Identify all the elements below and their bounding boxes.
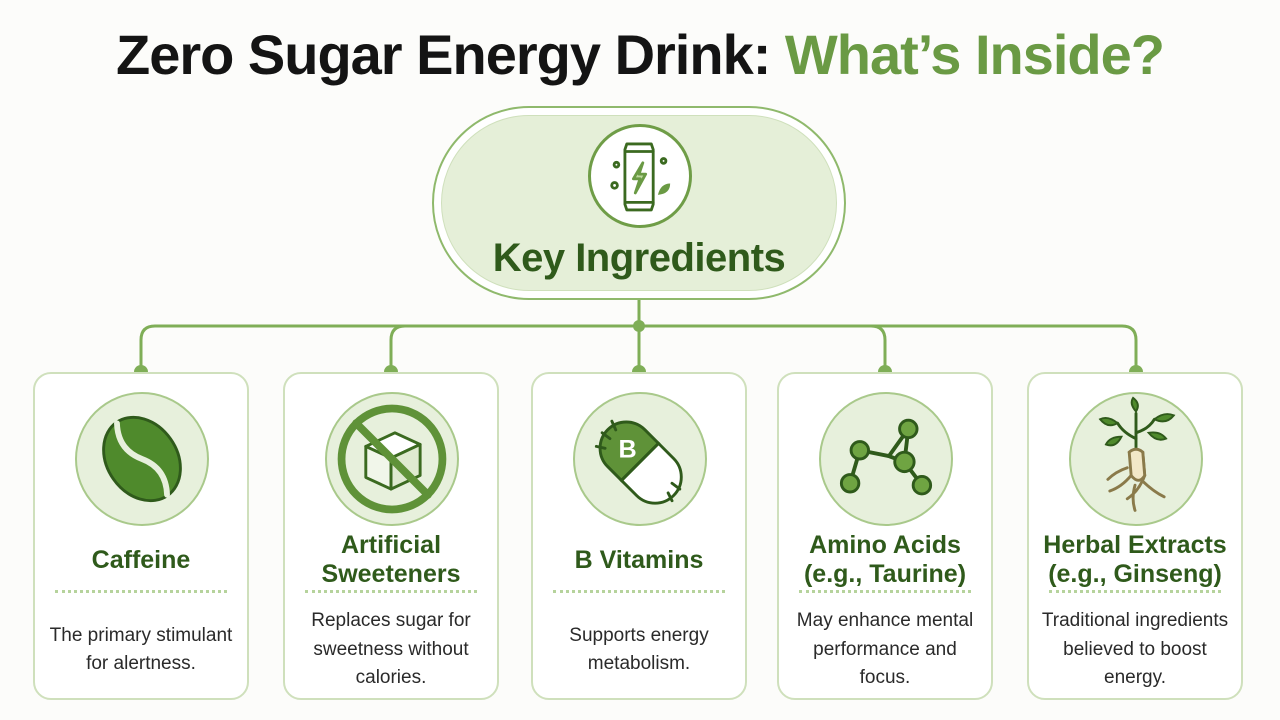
card-title: Artificial Sweeteners bbox=[321, 531, 461, 588]
card-divider bbox=[553, 590, 725, 593]
card-divider bbox=[799, 590, 971, 593]
card-title: B Vitamins bbox=[574, 545, 704, 574]
card-amino-acids: Amino Acids (e.g., Taurine) May enhance … bbox=[777, 372, 993, 700]
hub-label: Key Ingredients bbox=[492, 236, 786, 280]
card-description: Supports energy metabolism. bbox=[569, 624, 709, 675]
card-description: Traditional ingredients believed to boos… bbox=[1041, 610, 1229, 689]
card-divider bbox=[55, 590, 227, 593]
card-herbal-extracts: Herbal Extracts (e.g., Ginseng) Traditio… bbox=[1027, 372, 1243, 700]
title-accent: What’s Inside? bbox=[784, 23, 1165, 86]
coffee-bean-icon bbox=[75, 392, 209, 526]
ginseng-root-icon bbox=[1069, 392, 1203, 526]
card-divider bbox=[305, 590, 477, 593]
page-title: Zero Sugar Energy Drink: What’s Inside? bbox=[0, 22, 1280, 87]
card-description: Replaces sugar for sweetness without cal… bbox=[311, 610, 471, 689]
card-description: May enhance mental performance and focus… bbox=[796, 610, 974, 689]
svg-text:B: B bbox=[619, 435, 637, 463]
molecule-icon bbox=[819, 392, 953, 526]
card-title: Caffeine bbox=[91, 545, 191, 574]
vitamin-b-capsule-icon: B bbox=[573, 392, 707, 526]
key-ingredients-hub: Key Ingredients bbox=[432, 106, 846, 300]
card-divider bbox=[1049, 590, 1221, 593]
title-main: Zero Sugar Energy Drink: bbox=[115, 23, 771, 86]
card-caffeine: Caffeine The primary stimulant for alert… bbox=[33, 372, 249, 700]
hub-inner: Key Ingredients bbox=[441, 115, 837, 291]
card-title: Herbal Extracts (e.g., Ginseng) bbox=[1043, 531, 1227, 588]
card-title: Amino Acids (e.g., Taurine) bbox=[803, 531, 967, 588]
card-description: The primary stimulant for alertness. bbox=[49, 624, 233, 675]
card-artificial-sweeteners: Artificial Sweeteners Replaces sugar for… bbox=[283, 372, 499, 700]
card-b-vitamins: B B Vitamins Supports energy metabolism. bbox=[531, 372, 747, 700]
energy-can-icon bbox=[588, 124, 692, 228]
no-sugar-cube-icon bbox=[325, 392, 459, 526]
